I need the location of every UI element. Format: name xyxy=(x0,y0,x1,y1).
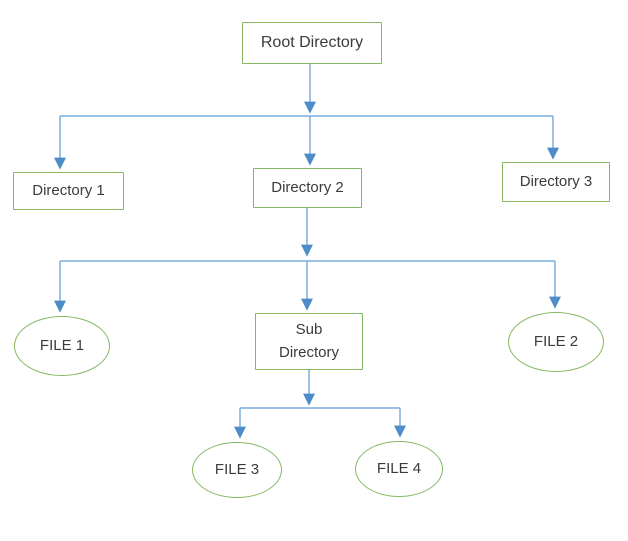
node-root-directory-label: Root Directory xyxy=(260,34,364,51)
node-directory-3: Directory 3 xyxy=(502,162,610,202)
node-file-3: FILE 3 xyxy=(192,442,282,498)
node-file-1-label: FILE 1 xyxy=(39,336,85,354)
node-file-1: FILE 1 xyxy=(14,316,110,376)
node-file-2: FILE 2 xyxy=(508,312,604,372)
node-root-directory: Root Directory xyxy=(242,22,382,64)
node-directory-2: Directory 2 xyxy=(253,168,362,208)
node-file-4-label: FILE 4 xyxy=(376,459,422,477)
node-sub-directory: Sub Directory xyxy=(255,313,363,370)
node-file-2-label: FILE 2 xyxy=(533,332,579,350)
node-directory-1-label: Directory 1 xyxy=(32,181,105,199)
node-directory-1: Directory 1 xyxy=(13,172,124,210)
node-file-4: FILE 4 xyxy=(355,441,443,497)
node-directory-3-label: Directory 3 xyxy=(519,172,593,190)
node-file-3-label: FILE 3 xyxy=(214,460,260,478)
node-sub-directory-label: Sub Directory xyxy=(278,321,339,361)
node-directory-2-label: Directory 2 xyxy=(271,178,344,196)
